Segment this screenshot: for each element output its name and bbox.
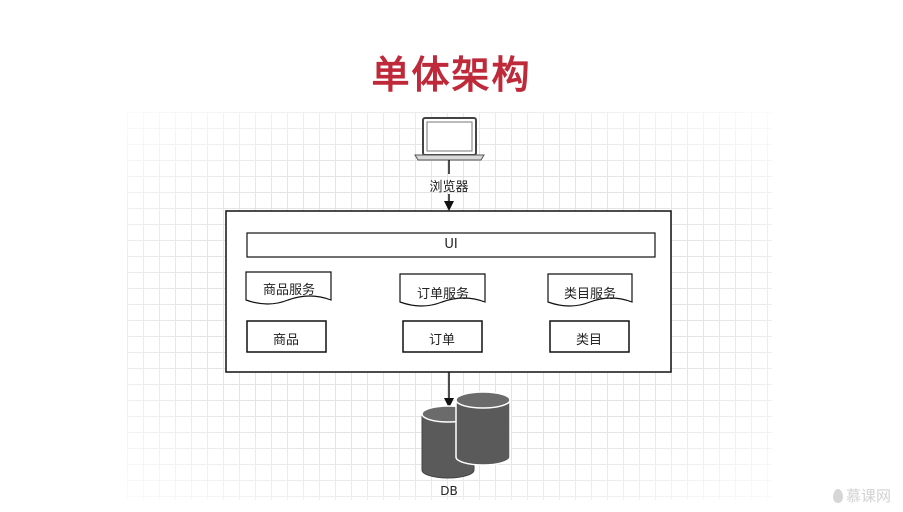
module-label-goods: 商品	[272, 333, 300, 348]
module-box-goods	[246, 320, 327, 353]
service-label-goods: 商品服务	[262, 283, 316, 298]
database-label: DB	[440, 484, 458, 498]
module-label-order: 订单	[428, 333, 456, 348]
watermark-text: 慕课网	[845, 487, 891, 505]
watermark: 慕课网	[832, 485, 891, 506]
service-label-order: 订单服务	[416, 287, 470, 302]
module-box-category	[549, 320, 630, 353]
ui-bar	[246, 232, 656, 258]
page-title: 单体架构	[371, 53, 532, 97]
flame-logo-icon	[832, 488, 843, 503]
service-shape-order	[399, 273, 486, 307]
service-shape-category	[547, 273, 633, 307]
laptop-icon	[414, 117, 485, 161]
ui-label: UI	[444, 237, 458, 252]
service-shape-goods	[245, 271, 332, 305]
service-label-category: 类目服务	[563, 287, 617, 302]
module-label-category: 类目	[575, 333, 603, 348]
module-box-order	[402, 320, 483, 353]
database-icon	[421, 391, 511, 479]
browser-label: 浏览器	[429, 180, 469, 195]
